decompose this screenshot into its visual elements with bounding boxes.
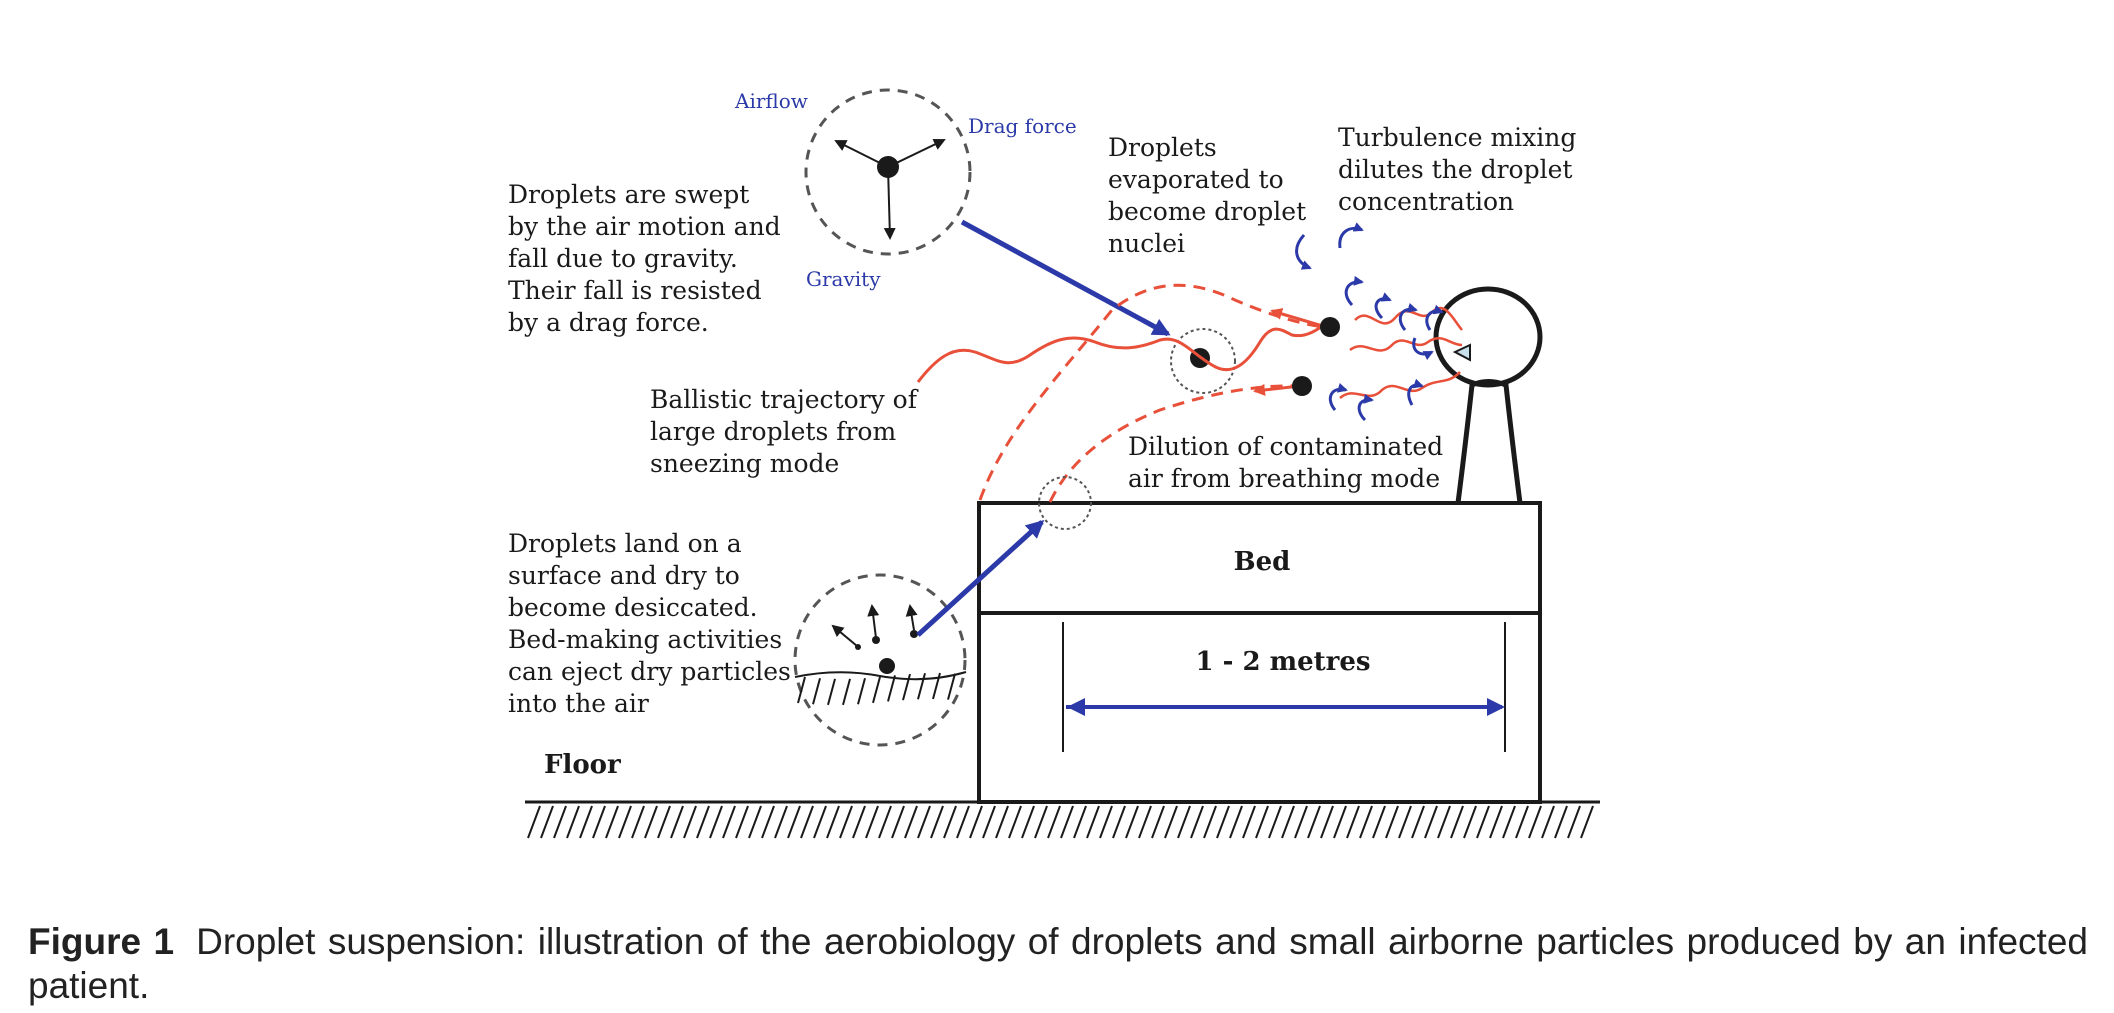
droplet-dot [1320,317,1340,337]
bed-label: Bed [1234,547,1291,577]
floor-label: Floor [544,750,621,780]
droplet-dot [1292,376,1312,396]
pointer-arrow [960,219,1171,337]
floor [525,800,1600,839]
airflow-label: Airflow [734,89,808,113]
breath-plume [1349,337,1463,352]
caption-text: Droplet suspension: illustration of the … [28,921,2088,1006]
gravity-label: Gravity [806,267,881,291]
turbulence-curls [1295,222,1444,422]
distance-label: 1 - 2 metres [1195,647,1370,677]
note-dilution: Dilution of contaminated air from breath… [1128,432,1451,493]
note-turbulence: Turbulence mixing dilutes the droplet co… [1338,123,1584,216]
note-ballistic: Ballistic trajectory of large droplets f… [650,385,925,478]
airborne-trajectory [916,320,1328,383]
landing-spot [1038,476,1092,530]
floor-hatching [527,805,1594,839]
figure-label: Figure 1 [28,921,175,962]
note-evaporated: Droplets evaporated to become droplet nu… [1108,133,1314,258]
diagram-canvas: Floor Bed 1 - 2 metres Airflow Drag forc… [508,88,1600,839]
red-arrow-upper [1270,308,1327,329]
drag-force-label: Drag force [968,114,1077,138]
bed [977,501,1542,804]
breath-plume [1339,371,1461,400]
distance-measure [1062,622,1506,752]
force-diagram [804,88,972,256]
resuspension-diagram [793,573,967,747]
note-land: Droplets land on a surface and dry to be… [508,529,799,718]
surface-hatching [797,672,956,706]
resuspension-pointer [916,519,1045,637]
patient-figure [1433,286,1543,504]
note-swept: Droplets are swept by the air motion and… [508,180,789,337]
suspended-droplet [1170,328,1236,394]
